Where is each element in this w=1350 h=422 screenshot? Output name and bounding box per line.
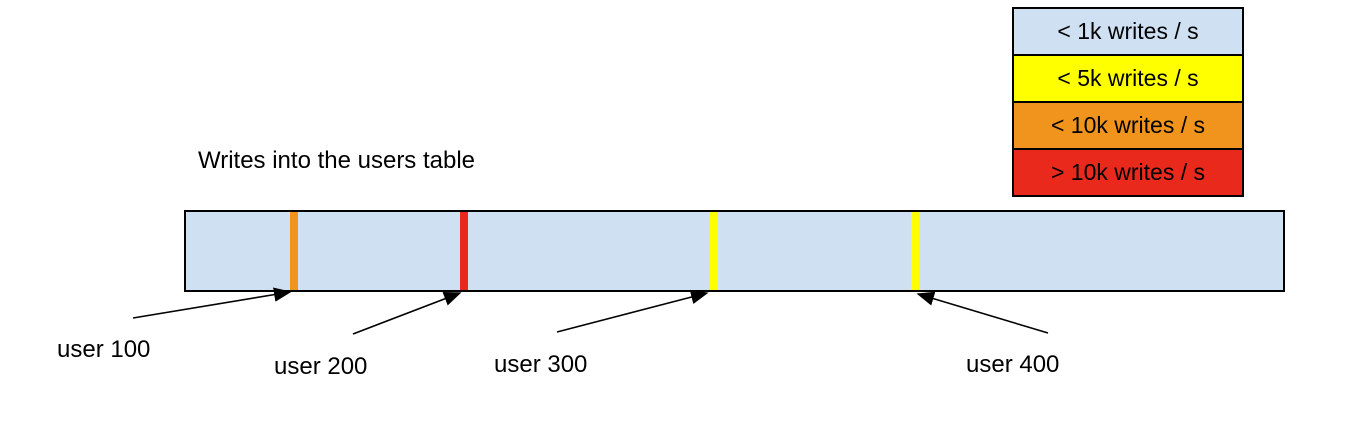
diagram-title: Writes into the users table — [198, 147, 476, 174]
arrow-user-200 — [352, 292, 462, 335]
stripe-user-100 — [290, 212, 298, 290]
label-user-400: user 400 — [966, 351, 1060, 378]
arrow-user-400 — [916, 291, 1049, 334]
legend-item-lt-5k: < 5k writes / s — [1014, 54, 1242, 101]
arrow-user-100 — [132, 287, 292, 319]
users-table-bar — [184, 210, 1285, 292]
stripe-user-300 — [710, 212, 718, 290]
legend-item-lt-1k: < 1k writes / s — [1014, 9, 1242, 54]
legend-item-lt-10k: < 10k writes / s — [1014, 101, 1242, 148]
legend-item-label: < 10k writes / s — [1050, 112, 1206, 138]
legend-item-label: > 10k writes / s — [1050, 159, 1206, 185]
stripe-user-200 — [460, 212, 468, 290]
label-user-300: user 300 — [494, 351, 588, 378]
arrow-user-300 — [556, 290, 709, 333]
legend-item-label: < 1k writes / s — [1057, 18, 1199, 44]
legend-item-gt-10k: > 10k writes / s — [1014, 148, 1242, 195]
legend-item-label: < 5k writes / s — [1057, 65, 1199, 91]
stripe-user-400 — [911, 212, 919, 290]
legend: < 1k writes / s < 5k writes / s < 10k wr… — [1012, 7, 1244, 197]
label-user-200: user 200 — [274, 353, 368, 380]
label-user-100: user 100 — [57, 336, 151, 363]
